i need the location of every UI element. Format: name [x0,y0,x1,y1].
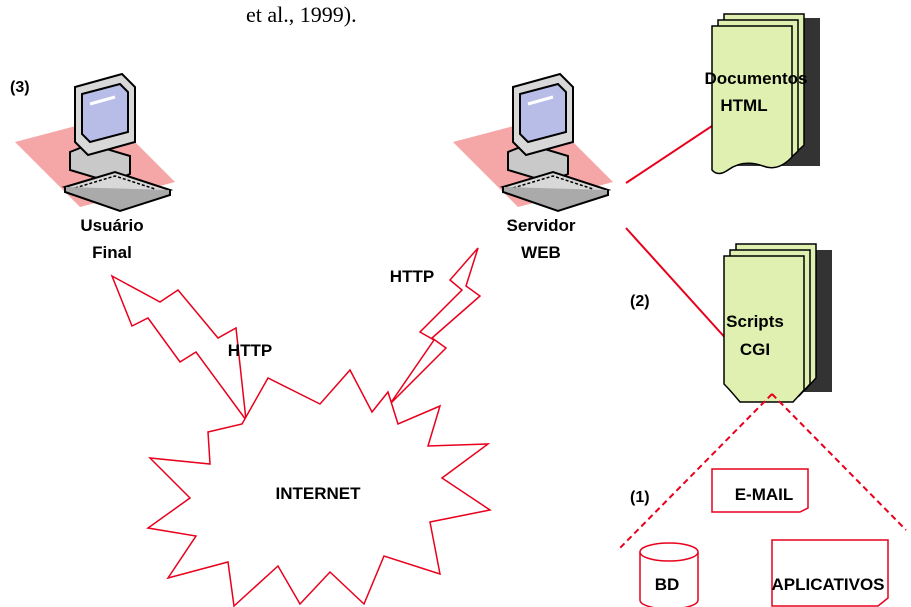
html-documents-icon [711,13,820,175]
scripts-label-line1: Scripts [726,312,784,331]
step-2-label: (2) [630,293,650,310]
end-user-computer-icon [13,72,177,213]
web-server-computer-icon [451,72,615,213]
internet-cloud-burst [146,368,492,607]
step-1-label: (1) [630,489,650,506]
scripts-to-bd-dashed-line [617,393,773,551]
step-3-label: (3) [10,79,30,96]
docs-label-line1: Documentos [705,69,808,88]
docs-label-line2: HTML [720,96,767,115]
http-lightning-left-icon [110,274,248,423]
email-box [711,468,809,513]
db-label: BD [655,575,680,594]
scripts-label-line2: CGI [740,340,770,359]
scripts-to-apps-dashed-line [771,393,907,531]
server-label-line2: WEB [521,243,561,262]
server-to-scripts-line [625,227,739,353]
http-left-label: HTTP [228,341,272,360]
apps-box [771,539,889,607]
cgi-scripts-icon [723,243,832,403]
internet-label: INTERNET [276,484,362,503]
end-user-label-line1: Usuário [80,216,143,235]
end-user-label-line2: Final [92,243,132,262]
caption-fragment: et al., 1999). [246,2,357,27]
email-label: E-MAIL [735,485,794,504]
apps-label: APLICATIVOS [771,575,884,594]
http-right-label: HTTP [390,267,434,286]
server-label-line1: Servidor [507,216,576,235]
database-cylinder-icon [639,542,699,607]
server-to-docs-line [625,121,719,184]
